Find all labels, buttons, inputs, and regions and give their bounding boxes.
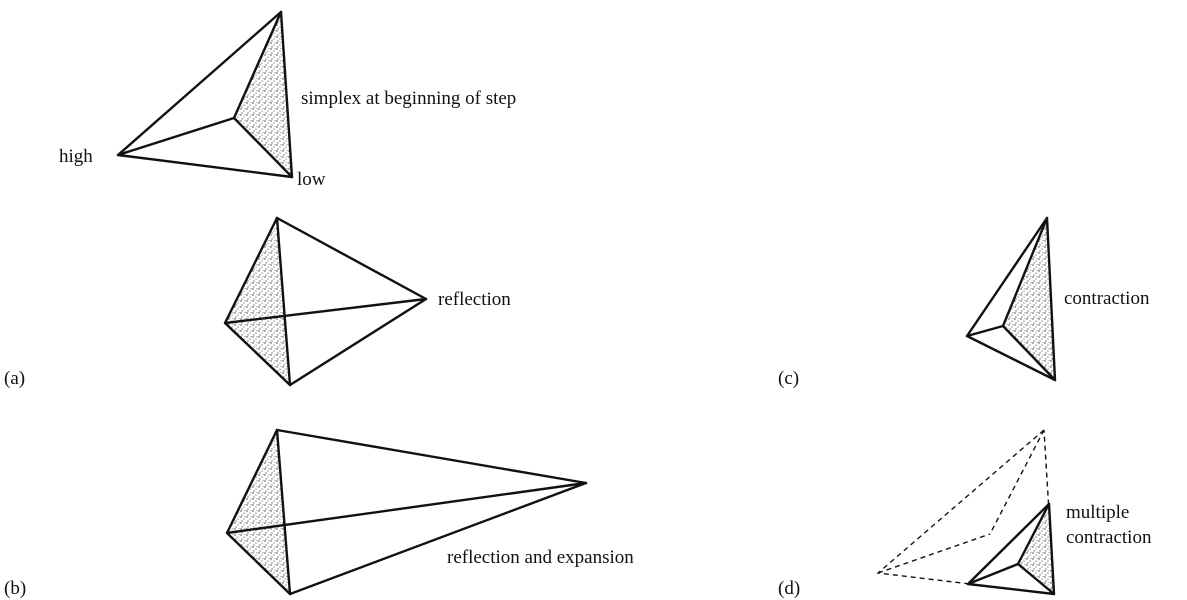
panel-label-d: (d) — [778, 578, 800, 599]
reflection-shaded-face — [225, 218, 290, 385]
multiple-contraction-edge — [1016, 502, 1051, 566]
simplex-multiple-contraction — [876, 429, 1056, 596]
label-multiple-contraction-line1: multiple — [1066, 502, 1129, 523]
reflection-edge — [275, 216, 428, 301]
label-contraction: contraction — [1064, 288, 1150, 309]
reflection-edge — [288, 297, 428, 387]
multiple-contraction-edge — [966, 562, 1020, 586]
panel-label-c: (c) — [778, 368, 799, 389]
multiple-contraction-original-edge — [877, 533, 991, 574]
simplex-reflection — [223, 216, 428, 387]
contraction-edge — [1001, 216, 1049, 328]
label-reflection-expansion: reflection and expansion — [447, 547, 634, 568]
expansion-outline — [225, 428, 292, 596]
label-multiple-contraction-line2: contraction — [1066, 527, 1152, 548]
simplex-contraction — [965, 216, 1057, 382]
contraction-outline — [965, 216, 1057, 382]
simplex-start-outline — [116, 10, 294, 179]
simplex-start-edge — [232, 10, 283, 120]
expansion-shaded-face — [227, 430, 290, 594]
simplex-reflection-expansion — [225, 428, 588, 596]
expansion-edge — [225, 481, 588, 535]
simplex-start-shaded-face — [234, 12, 292, 177]
panel-label-b: (b) — [4, 578, 26, 599]
contraction-edge — [965, 324, 1005, 338]
label-simplex-start: simplex at beginning of step — [301, 88, 516, 109]
simplex-start-edge — [232, 116, 294, 179]
multiple-contraction-edge — [1016, 562, 1056, 596]
label-reflection: reflection — [438, 289, 511, 310]
panel-label-a: (a) — [4, 368, 25, 389]
label-low-vertex: low — [297, 169, 326, 190]
expansion-edge — [288, 481, 588, 596]
expansion-edge — [275, 428, 588, 485]
contraction-edge — [1001, 324, 1057, 382]
reflection-edge — [223, 297, 428, 325]
multiple-contraction-outline — [966, 502, 1056, 596]
simplex-start — [116, 10, 294, 179]
label-high-vertex: high — [59, 146, 93, 167]
simplex-start-edge — [116, 116, 236, 157]
reflection-outline — [223, 216, 292, 387]
multiple-contraction-original-edge — [989, 429, 1045, 535]
